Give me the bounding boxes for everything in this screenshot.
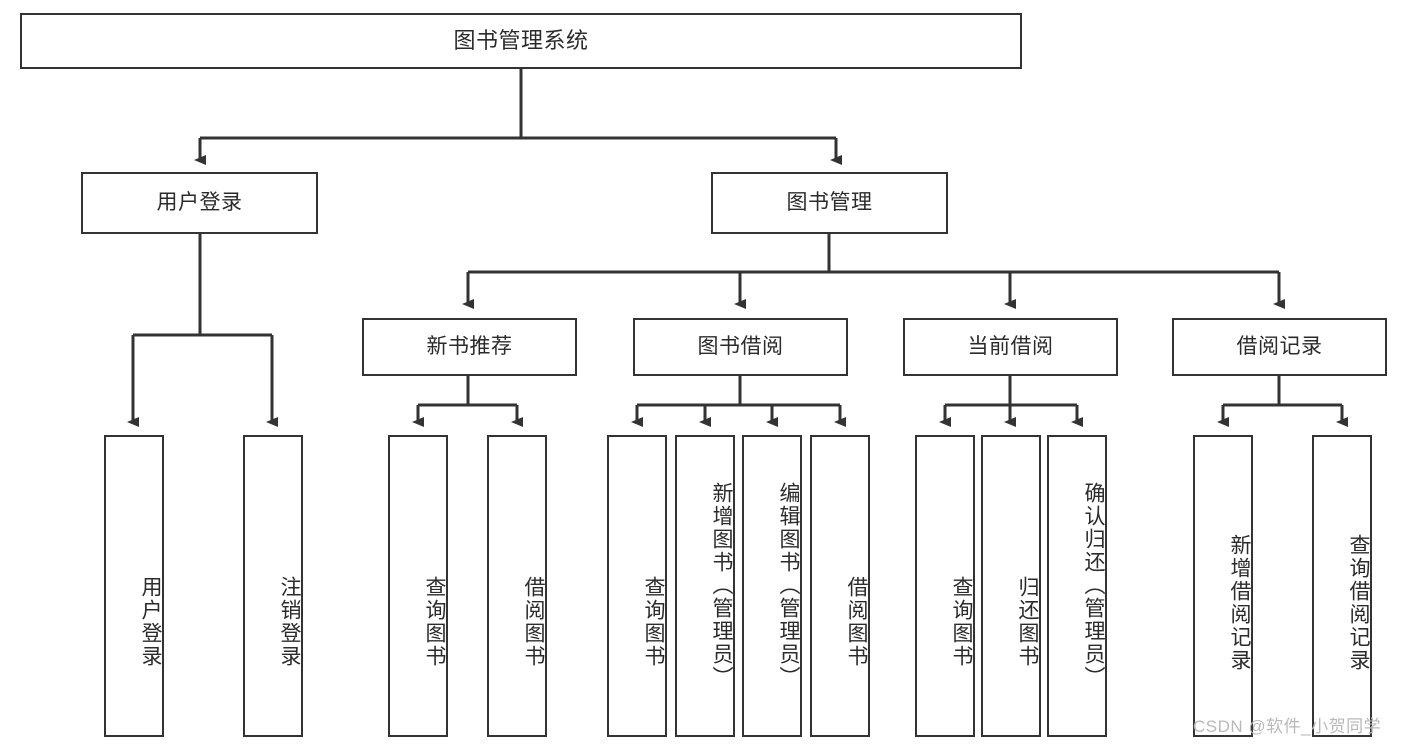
node-leaf-query-record[interactable]: 查询借阅记录 (1312, 435, 1372, 737)
node-leaf-add-book[interactable]: 新增图书（管理员） (675, 435, 735, 737)
watermark-credit: CSDN @软件_小贺同学 (1193, 717, 1382, 736)
node-label: 查询图书 (423, 576, 446, 668)
node-leaf-query-book-1[interactable]: 查询图书 (388, 435, 448, 737)
node-label: 用户登录 (139, 576, 162, 668)
node-label: 新书推荐 (426, 334, 513, 358)
node-root-system[interactable]: 图书管理系统 (20, 13, 1022, 69)
node-label: 注销登录 (278, 576, 301, 668)
node-leaf-return-book[interactable]: 归还图书 (981, 435, 1041, 737)
node-label: 用户登录 (156, 190, 243, 214)
node-label: 当前借阅 (967, 334, 1054, 358)
node-label: 图书管理 (786, 190, 873, 214)
node-leaf-confirm-return[interactable]: 确认归还（管理员） (1047, 435, 1107, 737)
node-leaf-borrow-book-1[interactable]: 借阅图书 (487, 435, 547, 737)
node-label: 归还图书 (1016, 576, 1039, 668)
node-label: 借阅图书 (845, 576, 868, 668)
node-label: 图书管理系统 (453, 28, 589, 54)
node-label: 新增图书（管理员） (710, 482, 733, 689)
node-label: 新增借阅记录 (1228, 534, 1251, 672)
node-label: 借阅记录 (1236, 334, 1323, 358)
node-label: 借阅图书 (522, 576, 545, 668)
node-label: 查询借阅记录 (1347, 534, 1370, 672)
node-book-manage[interactable]: 图书管理 (711, 172, 948, 234)
node-leaf-query-book-2[interactable]: 查询图书 (607, 435, 667, 737)
node-leaf-add-record[interactable]: 新增借阅记录 (1193, 435, 1253, 737)
node-leaf-edit-book[interactable]: 编辑图书（管理员） (742, 435, 802, 737)
node-book-borrow[interactable]: 图书借阅 (633, 318, 848, 376)
node-leaf-logout-login[interactable]: 注销登录 (243, 435, 303, 737)
node-new-book-recommend[interactable]: 新书推荐 (362, 318, 577, 376)
node-label: 确认归还（管理员） (1082, 482, 1105, 689)
node-label: 编辑图书（管理员） (777, 482, 800, 689)
node-current-borrow[interactable]: 当前借阅 (903, 318, 1118, 376)
node-label: 图书借阅 (697, 334, 784, 358)
node-label: 查询图书 (642, 576, 665, 668)
node-leaf-borrow-book-2[interactable]: 借阅图书 (810, 435, 870, 737)
node-borrow-record[interactable]: 借阅记录 (1172, 318, 1387, 376)
node-user-login[interactable]: 用户登录 (81, 172, 318, 234)
node-leaf-query-book-3[interactable]: 查询图书 (915, 435, 975, 737)
node-leaf-user-login[interactable]: 用户登录 (104, 435, 164, 737)
node-label: 查询图书 (950, 576, 973, 668)
